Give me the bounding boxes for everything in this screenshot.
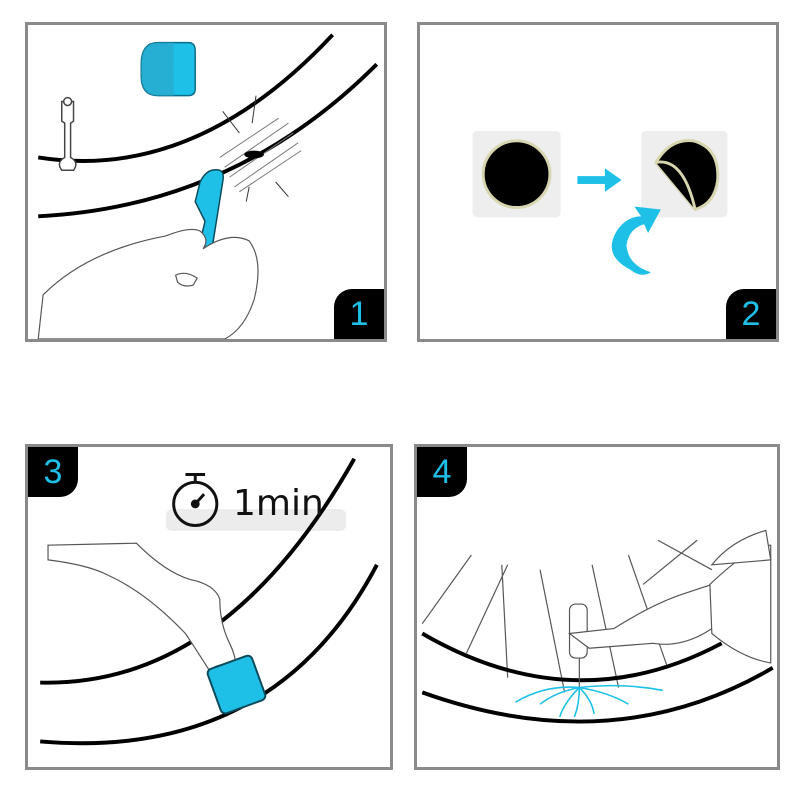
step-2-illustration (472, 130, 728, 275)
step-1-panel: 1 (25, 22, 387, 342)
step-number-badge: 1 (334, 289, 384, 339)
arrow-right-icon (577, 168, 622, 192)
step-number-badge: 2 (726, 289, 776, 339)
peeled-patch-icon (641, 130, 728, 218)
step-4-illustration (421, 529, 774, 724)
step-3-panel: 1min 3 (25, 444, 393, 770)
spokes-icon (421, 539, 713, 693)
timer-highlight (166, 509, 346, 531)
step-number-badge: 4 (417, 447, 467, 497)
step-number-badge: 3 (28, 447, 78, 497)
air-spray-icon (515, 684, 663, 718)
puncture-icon (219, 95, 302, 202)
valve-icon (58, 96, 77, 171)
round-patch-icon (472, 130, 561, 218)
tube-inner-edge (37, 33, 335, 163)
curved-arrow-icon (611, 206, 661, 275)
hand-pump-icon (567, 529, 772, 688)
patch-icon (206, 654, 267, 715)
step-2-panel: 2 (417, 22, 779, 342)
hand-icon (37, 228, 259, 339)
timer-label: 1min (233, 483, 324, 524)
step-4-panel: 4 (414, 444, 780, 770)
patch-icon (140, 41, 196, 97)
step-1-illustration (37, 33, 379, 339)
stopwatch-icon (172, 473, 219, 527)
step-3-illustration (40, 457, 379, 746)
